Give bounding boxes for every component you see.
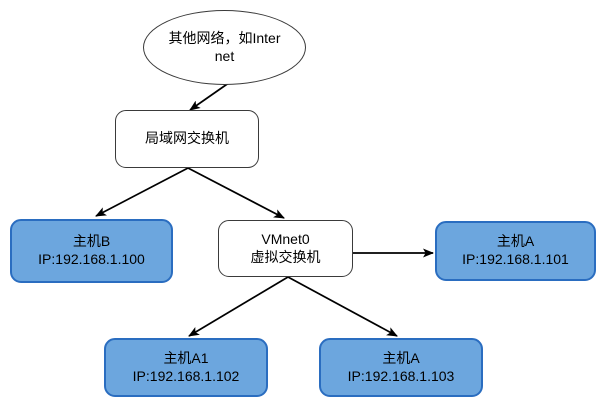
node-host-a1-102[interactable]: 主机A1 IP:192.168.1.102 xyxy=(104,338,268,397)
node-host-b[interactable]: 主机B IP:192.168.1.100 xyxy=(10,219,173,283)
host-a1-102-ip: IP:192.168.1.102 xyxy=(132,367,240,384)
node-host-a-103[interactable]: 主机A IP:192.168.1.103 xyxy=(319,338,483,397)
host-a1-102-name: 主机A1 xyxy=(163,349,209,366)
external-network-label-line1: 其他网络，如Inter xyxy=(168,29,281,46)
host-b-ip: IP:192.168.1.100 xyxy=(38,251,145,267)
node-host-a-101[interactable]: 主机A IP:192.168.1.101 xyxy=(435,221,596,281)
host-b-name: 主机B xyxy=(72,233,111,250)
lan-switch-label: 局域网交换机 xyxy=(145,130,229,147)
vmnet0-name: VMnet0 xyxy=(261,230,310,247)
host-a-103-ip: IP:192.168.1.103 xyxy=(347,367,455,384)
external-network-label-line2: net xyxy=(214,47,235,64)
host-a-103-name: 主机A xyxy=(382,349,420,366)
node-lan-switch[interactable]: 局域网交换机 xyxy=(115,110,259,168)
edge-vmnet0-to-host-a1-102 xyxy=(188,276,289,337)
edge-lan-switch-to-host-b xyxy=(95,167,189,217)
node-external-network[interactable]: 其他网络，如Inter net xyxy=(143,10,306,85)
vmnet0-role: 虚拟交换机 xyxy=(250,248,321,265)
host-a-101-name: 主机A xyxy=(496,233,535,250)
node-vmnet0-switch[interactable]: VMnet0 虚拟交换机 xyxy=(218,220,353,277)
edge-vmnet0-to-host-a-103 xyxy=(287,276,398,337)
edge-lan-switch-to-vmnet0 xyxy=(187,167,285,219)
host-a-101-ip: IP:192.168.1.101 xyxy=(462,251,569,267)
